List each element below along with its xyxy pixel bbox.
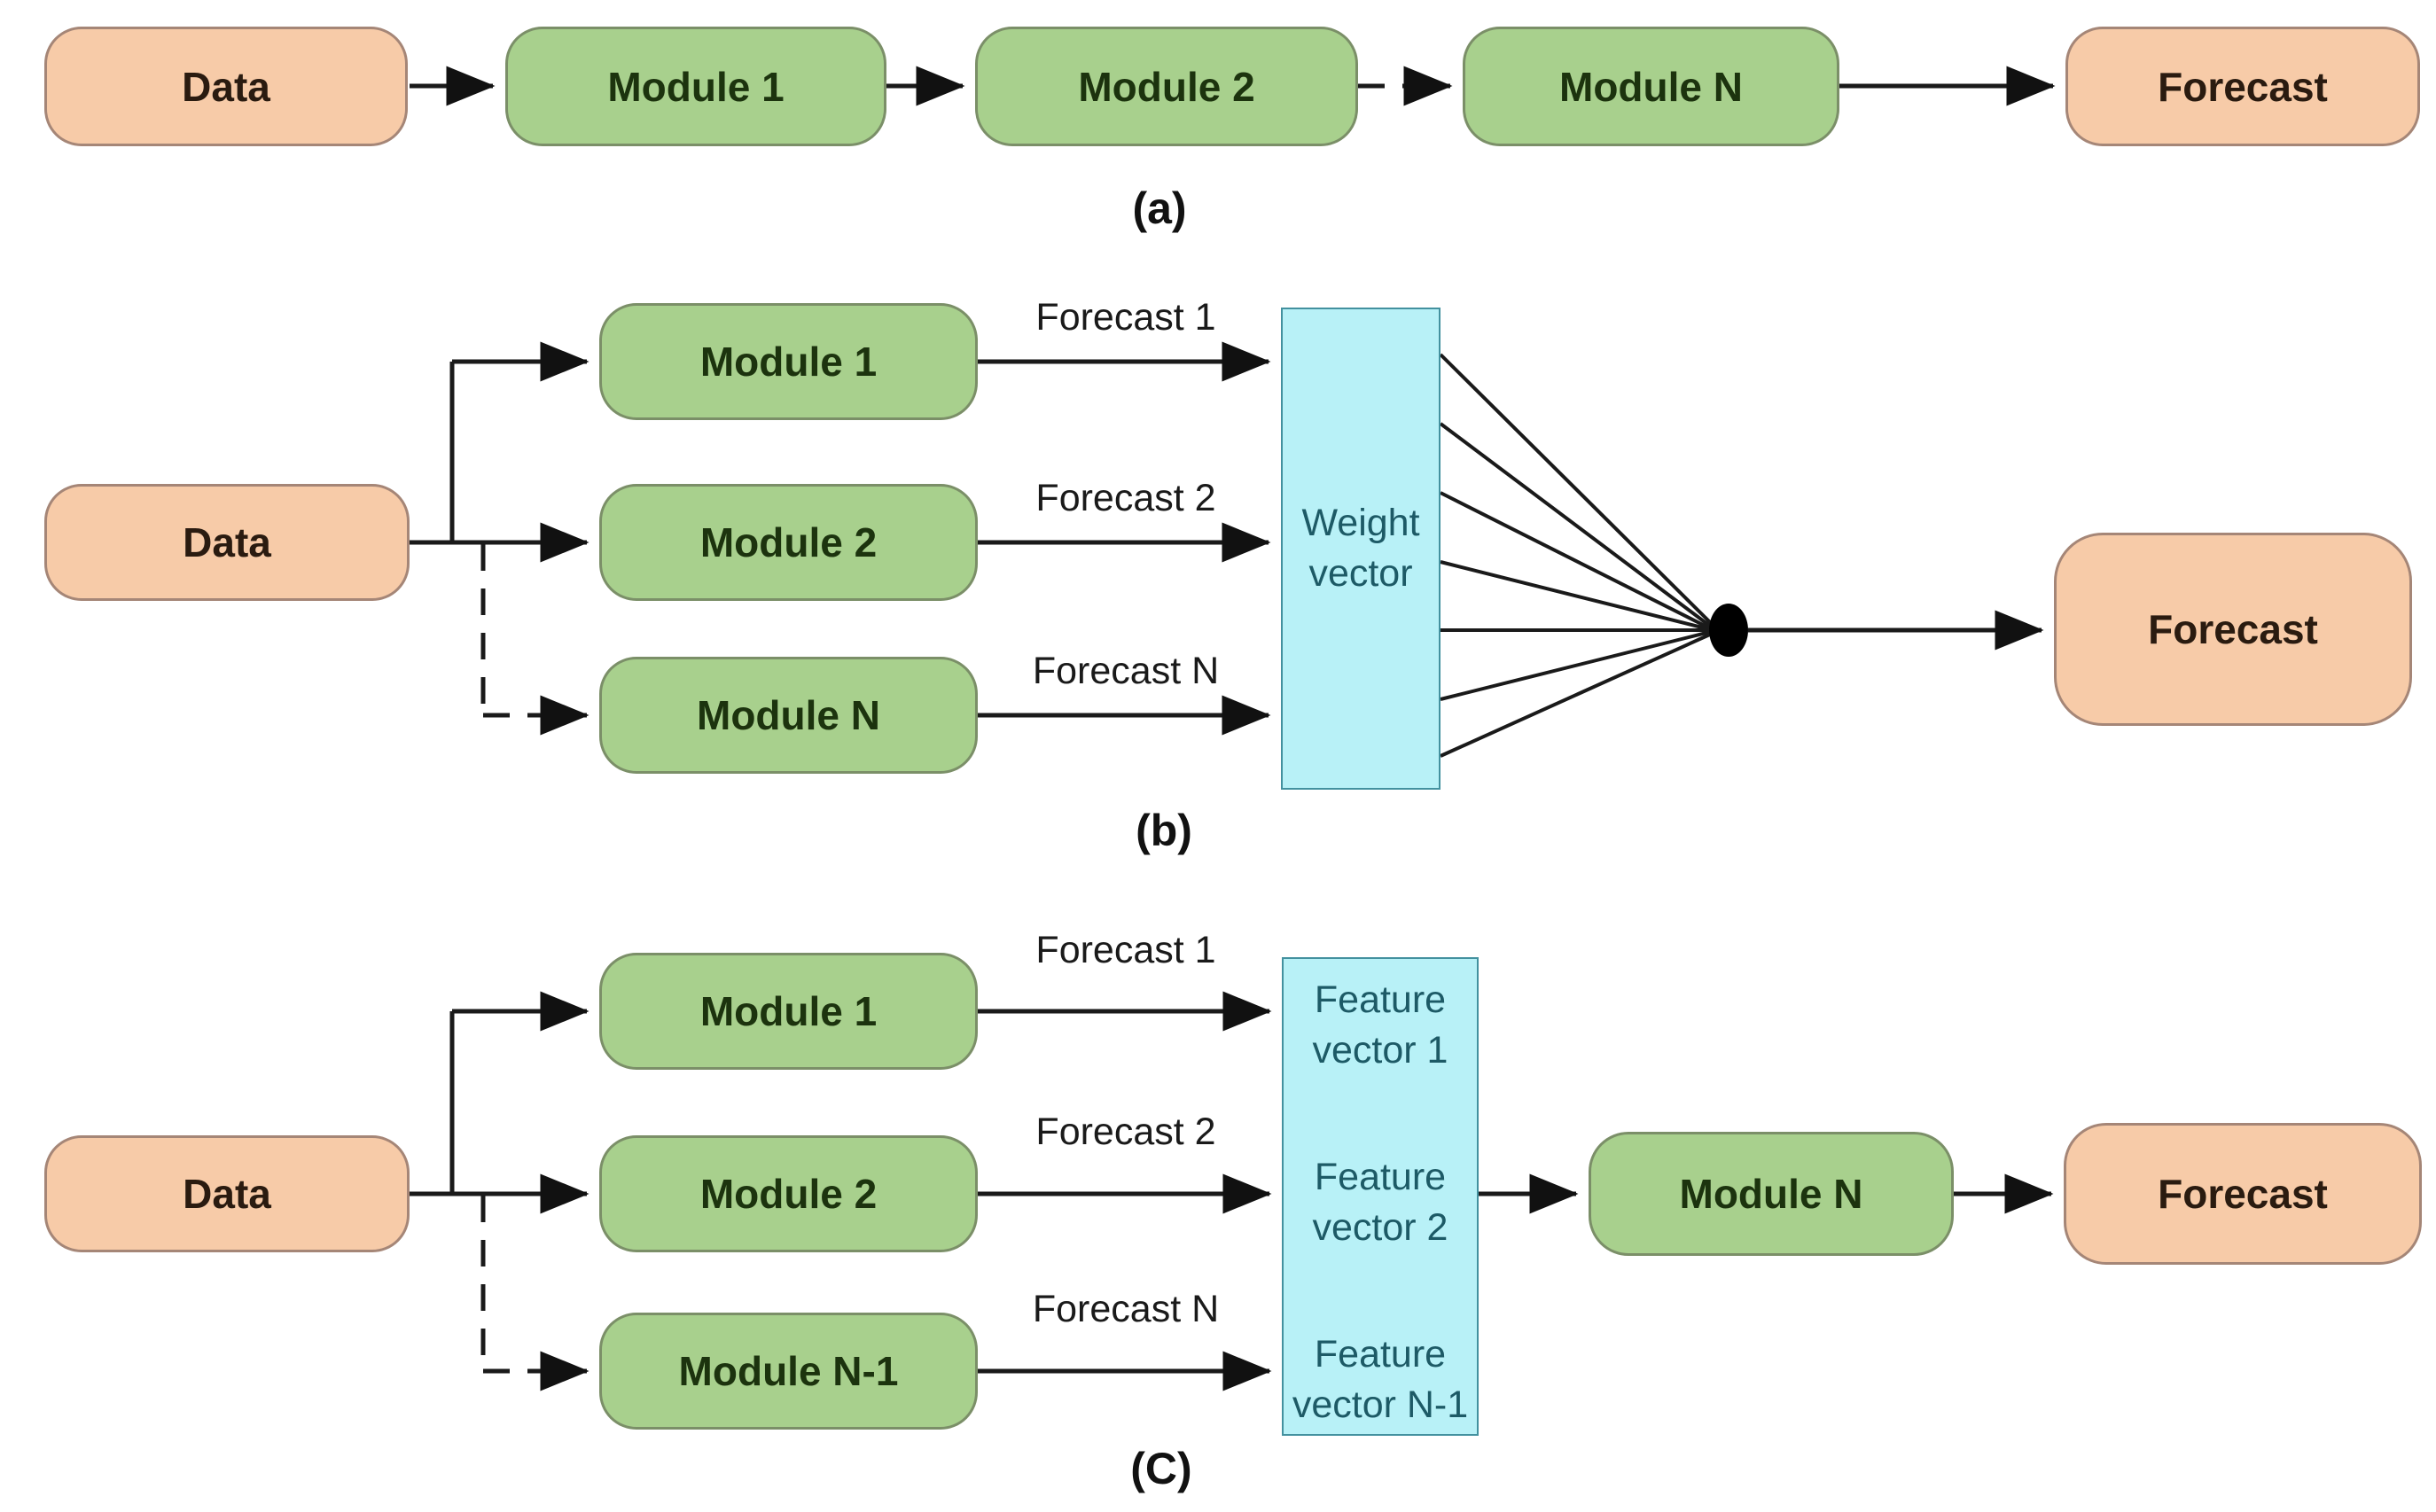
- panel-c-forecast2-label: Forecast 2: [1035, 1111, 1216, 1153]
- panel-c-label: (C): [1130, 1444, 1192, 1493]
- fan-line-7: [1440, 632, 1713, 758]
- panel-a-moduleN-node: Module N: [1463, 27, 1839, 146]
- fan-line-3: [1440, 491, 1711, 630]
- fan-line-1: [1439, 353, 1714, 627]
- panel-b-forecastN-label: Forecast N: [1032, 650, 1220, 692]
- panel-b-module2-node: Module 2: [599, 484, 978, 601]
- panel-b-label: (b): [1136, 806, 1192, 855]
- panel-b-module1-node: Module 1: [599, 303, 978, 420]
- panel-a-module1-node: Module 1: [505, 27, 886, 146]
- panel-a-module2-node: Module 2: [975, 27, 1358, 146]
- panel-c-forecast-node: Forecast: [2064, 1123, 2422, 1265]
- summation-dot: [1709, 604, 1748, 657]
- panel-c-module1-node: Module 1: [599, 953, 978, 1070]
- panel-c-forecastN-label: Forecast N: [1032, 1288, 1220, 1330]
- panel-a-forecast-node: Forecast: [2065, 27, 2420, 146]
- panel-c-moduleN1-node: Module N-1: [599, 1313, 978, 1430]
- fan-line-4: [1440, 560, 1710, 631]
- panel-c-moduleN-node: Module N: [1589, 1132, 1954, 1256]
- panel-b-forecast-node: Forecast: [2054, 533, 2412, 726]
- panel-c-feature-vector-node: Feature vector 1 Feature vector 2 Featur…: [1282, 957, 1479, 1436]
- feature-vector-2-label: Feature vector 2: [1312, 1156, 1448, 1249]
- panel-b-moduleN-node: Module N: [599, 657, 978, 774]
- feature-vector-n1-label: Feature vector N-1: [1292, 1333, 1469, 1426]
- fan-line-6: [1440, 630, 1711, 701]
- fan-line-2: [1439, 422, 1713, 628]
- panel-a-label: (a): [1132, 183, 1187, 233]
- panel-b-forecast1-label: Forecast 1: [1035, 296, 1216, 339]
- feature-vector-1-label: Feature vector 1: [1312, 978, 1448, 1072]
- panel-b-weight-vector-node: Weight vector: [1281, 308, 1441, 790]
- panel-b-forecast2-label: Forecast 2: [1035, 477, 1216, 519]
- panel-a-data-node: Data: [44, 27, 408, 146]
- panel-b-data-node: Data: [44, 484, 410, 601]
- panel-c-module2-node: Module 2: [599, 1135, 978, 1252]
- panel-c-data-node: Data: [44, 1135, 410, 1252]
- panel-c-forecast1-label: Forecast 1: [1035, 929, 1216, 971]
